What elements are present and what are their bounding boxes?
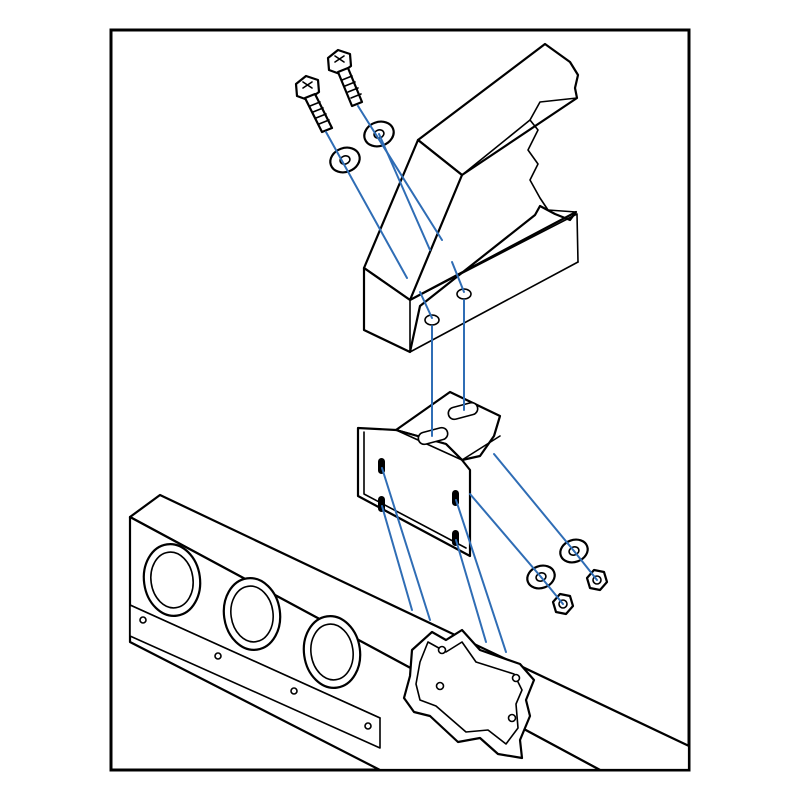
flange-screw-1 (139, 616, 147, 624)
flange-screw-2 (214, 652, 222, 660)
hex-bolt-1 (294, 74, 334, 134)
lamp-3 (302, 615, 362, 689)
flange-screw-3 (290, 687, 298, 695)
lamp-1 (142, 543, 202, 617)
mounting-bracket (356, 390, 502, 558)
upper-channel-frame (362, 42, 580, 354)
flange-screw-4 (364, 722, 372, 730)
light-bar (128, 493, 691, 772)
cutaway-panel (402, 628, 536, 760)
alignment-guides (325, 105, 598, 653)
hex-bolt-2 (326, 48, 364, 108)
bracket-slot-top-2 (447, 401, 479, 421)
lamp-2 (222, 577, 282, 651)
